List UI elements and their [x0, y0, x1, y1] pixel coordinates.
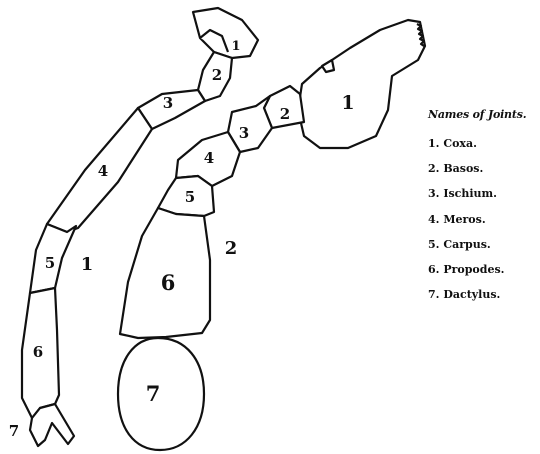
- limb-1-segment-4-label: 4: [98, 162, 108, 180]
- limb-1-segment-5-label: 5: [45, 254, 55, 272]
- legend-item-number: 5.: [428, 238, 439, 251]
- legend-item-propodes: 6. Propodes.: [428, 263, 538, 288]
- legend-item-number: 2.: [428, 162, 439, 175]
- limb-1-segment-3-label: 3: [163, 94, 173, 112]
- limb-2-segment-5-label: 5: [185, 188, 195, 206]
- limb-2-segment-7-label: 7: [146, 381, 161, 406]
- limb-1-segment-7-label: 7: [9, 422, 19, 440]
- limb-1-segment-1-label: 1: [231, 39, 240, 54]
- limb-2-segment-4-label: 4: [204, 149, 214, 167]
- legend-item-ischium: 3. Ischium.: [428, 187, 538, 212]
- limb-2-segment-3-label: 3: [239, 124, 249, 142]
- legend-item-label: Carpus.: [443, 238, 490, 251]
- legend-item-coxa: 1. Coxa.: [428, 137, 538, 162]
- limb-2-segment-6-label: 6: [161, 270, 176, 295]
- legend-item-number: 7.: [428, 288, 439, 301]
- legend-item-number: 6.: [428, 263, 439, 276]
- legend-title: Names of Joints.: [428, 108, 538, 121]
- limb-2-segment-1-label: 1: [341, 92, 354, 114]
- limb-2-label: 2: [225, 238, 238, 259]
- legend-item-number: 1.: [428, 137, 439, 150]
- legend-item-carpus: 5. Carpus.: [428, 238, 538, 263]
- legend-item-basos: 2. Basos.: [428, 162, 538, 187]
- limb-2-dactylus: [118, 338, 204, 450]
- limb-2-coxa: [298, 20, 425, 148]
- limb-1-segment-6-label: 6: [33, 343, 43, 361]
- legend-item-dactylus: 7. Dactylus.: [428, 288, 538, 313]
- limb-1-label: 1: [81, 254, 94, 275]
- legend-item-label: Propodes.: [443, 263, 504, 276]
- legend-item-number: 3.: [428, 187, 439, 200]
- legend-item-label: Ischium.: [443, 187, 497, 200]
- joint-names-legend: Names of Joints. 1. Coxa. 2. Basos. 3. I…: [428, 108, 538, 313]
- limb-2-segment-2-label: 2: [280, 105, 290, 123]
- legend-item-label: Basos.: [443, 162, 483, 175]
- legend-item-label: Coxa.: [443, 137, 477, 150]
- legend-item-meros: 4. Meros.: [428, 213, 538, 238]
- legend-item-number: 4.: [428, 213, 439, 226]
- limb-2-coxa-knob: [322, 60, 334, 72]
- legend-item-label: Meros.: [443, 213, 485, 226]
- limb-1-segment-2-label: 2: [212, 66, 222, 84]
- legend-item-label: Dactylus.: [443, 288, 500, 301]
- limb-2: 1 2 3 4 5 6 7 2: [118, 20, 425, 450]
